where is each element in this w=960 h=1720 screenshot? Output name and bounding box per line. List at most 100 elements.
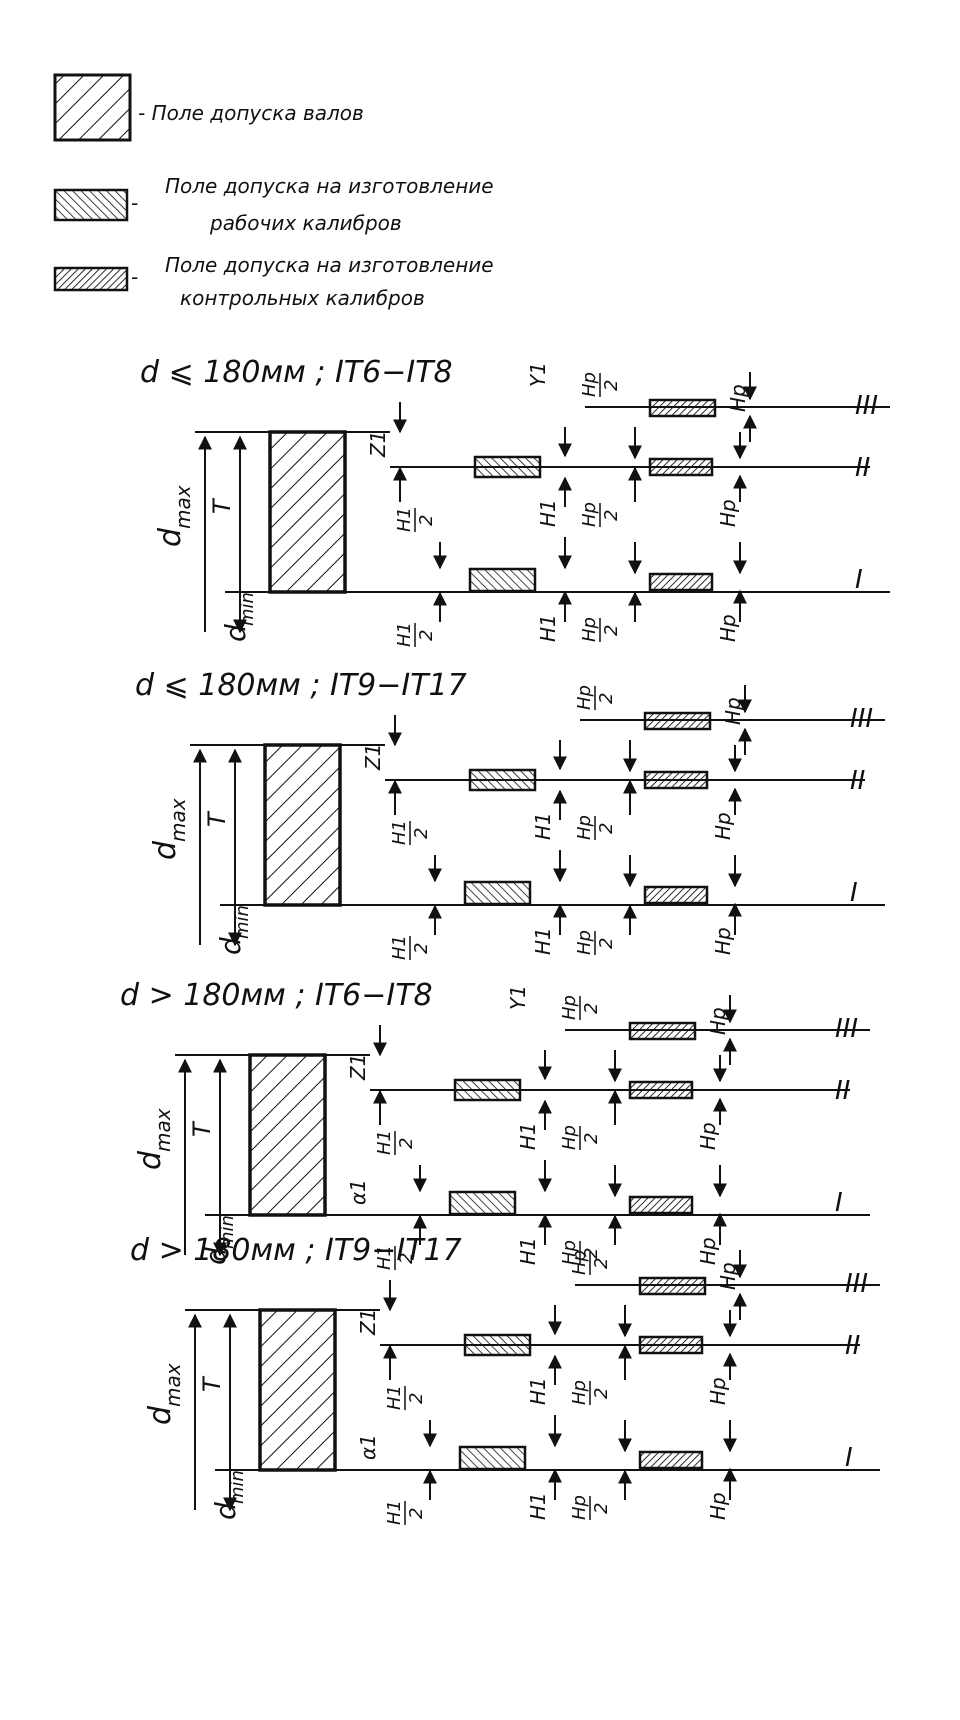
legend-working-dash: -	[131, 191, 138, 215]
H1-label: H1	[526, 1492, 550, 1520]
svg-text:H1: H1	[389, 935, 410, 960]
T-label: T	[198, 1375, 226, 1392]
dmin-label: d min	[219, 592, 258, 642]
svg-text:Hp: Hp	[569, 1495, 590, 1520]
H1-label: H1	[536, 499, 560, 527]
shaft-tolerance-field	[268, 430, 347, 594]
svg-text:max: max	[161, 1363, 185, 1407]
control-gauge-field	[648, 457, 714, 477]
legend-shaft-swatch	[53, 73, 132, 142]
svg-text:2: 2	[411, 943, 432, 954]
svg-text:d: d	[143, 1405, 178, 1425]
svg-text:2: 2	[406, 1393, 427, 1404]
level-II-marker: II	[845, 1331, 860, 1361]
legend-working-swatch	[53, 188, 129, 222]
svg-text:H1: H1	[384, 1500, 405, 1525]
T-label: T	[208, 497, 236, 514]
H1-half-label: H1 2	[389, 935, 432, 960]
working-gauge-field	[463, 1333, 532, 1357]
H1-half-label: H1 2	[394, 507, 437, 532]
diagram-panel-1: d ⩽ 180мм ; IT6−IT8 d max d min T	[140, 355, 890, 647]
control-gauge-field	[643, 885, 709, 905]
svg-text:Hp: Hp	[559, 1240, 580, 1265]
svg-text:min: min	[227, 1470, 248, 1504]
Hp-label: Hp	[721, 697, 745, 725]
svg-text:max: max	[151, 1108, 175, 1152]
level-II-marker: II	[835, 1076, 850, 1106]
Hp-half-label: Hp 2	[579, 617, 622, 642]
Hp-label: Hp	[696, 1237, 720, 1265]
diagram-panel-3: d > 180мм ; IT6−IT8 d max d min T	[120, 978, 870, 1270]
Z1-label: Z1	[346, 1054, 370, 1081]
svg-text:Hp: Hp	[559, 1125, 580, 1150]
Y1-label: Y1	[506, 985, 530, 1010]
level-II-marker: II	[855, 453, 870, 483]
working-gauge-field	[448, 1190, 517, 1216]
svg-text:H1: H1	[374, 1245, 395, 1270]
diagram-panel-2: d ⩽ 180мм ; IT9−IT17 d max d min T	[135, 668, 885, 960]
svg-text:Hp: Hp	[579, 617, 600, 642]
H1-half-label: H1 2	[384, 1500, 427, 1525]
control-gauge-field	[643, 711, 712, 731]
shaft-tolerance-field	[248, 1053, 327, 1217]
svg-text:Hp: Hp	[559, 995, 580, 1020]
Hp-half-label: Hp 2	[559, 1125, 602, 1150]
working-gauge-field	[463, 880, 532, 906]
svg-text:max: max	[166, 798, 190, 842]
svg-text:min: min	[237, 592, 258, 626]
Hp-label: Hp	[716, 1262, 740, 1290]
control-gauge-field	[628, 1195, 694, 1215]
dmax-label: d max	[148, 798, 190, 860]
shaft-tolerance-field	[258, 1308, 337, 1472]
Hp-label: Hp	[706, 1492, 730, 1520]
legend-control-text-2: контрольных калибров	[180, 286, 425, 310]
dmax-label: d max	[153, 485, 195, 547]
svg-text:d: d	[199, 1247, 232, 1265]
Hp-label: Hp	[726, 384, 750, 412]
diagram-title: d > 180мм ; IT6−IT8	[120, 978, 433, 1013]
Hp-half-label: Hp 2	[569, 1495, 612, 1520]
legend-control-dash: -	[131, 265, 138, 289]
svg-text:H1: H1	[394, 622, 415, 647]
svg-text:Hp: Hp	[569, 1380, 590, 1405]
svg-text:Hp: Hp	[579, 502, 600, 527]
diagram-panel-4: d > 180мм ; IT9−IT17 d max d min T	[130, 1233, 880, 1525]
svg-text:2: 2	[581, 1248, 602, 1259]
Y1-label: Y1	[526, 362, 550, 387]
control-gauge-field	[643, 770, 709, 790]
working-gauge-field	[468, 768, 537, 792]
legend-control-swatch	[53, 266, 129, 292]
control-gauge-field	[638, 1335, 704, 1355]
svg-text:d: d	[209, 1502, 242, 1520]
shaft-tolerance-field	[263, 743, 342, 907]
working-gauge-field	[473, 455, 542, 479]
svg-text:d: d	[153, 527, 188, 547]
svg-text:2: 2	[596, 938, 617, 949]
svg-text:Hp: Hp	[569, 1250, 590, 1275]
svg-text:H1: H1	[384, 1385, 405, 1410]
Hp-label: Hp	[711, 927, 735, 955]
working-gauge-field	[458, 1445, 527, 1471]
svg-text:2: 2	[596, 693, 617, 704]
svg-text:d: d	[148, 840, 183, 860]
Hp-half-label: Hp 2	[574, 930, 617, 955]
svg-text:H1: H1	[394, 507, 415, 532]
diagram-title: d ⩽ 180мм ; IT9−IT17	[135, 668, 467, 703]
Hp-half-label: Hp 2	[579, 372, 622, 397]
H1-label: H1	[531, 812, 555, 840]
legend: - Поле допуска валов - Поле допуска на и…	[53, 73, 494, 310]
svg-text:Hp: Hp	[574, 930, 595, 955]
H1-label: H1	[516, 1122, 540, 1150]
svg-text:2: 2	[601, 625, 622, 636]
level-II-marker: II	[850, 766, 865, 796]
Hp-label: Hp	[706, 1007, 730, 1035]
svg-text:2: 2	[396, 1253, 417, 1264]
svg-text:2: 2	[601, 510, 622, 521]
dmax-label: d max	[133, 1108, 175, 1170]
svg-text:min: min	[232, 905, 253, 939]
svg-text:d: d	[214, 937, 247, 955]
H1-label: H1	[516, 1237, 540, 1265]
svg-text:H1: H1	[374, 1130, 395, 1155]
working-gauge-field	[468, 567, 537, 593]
